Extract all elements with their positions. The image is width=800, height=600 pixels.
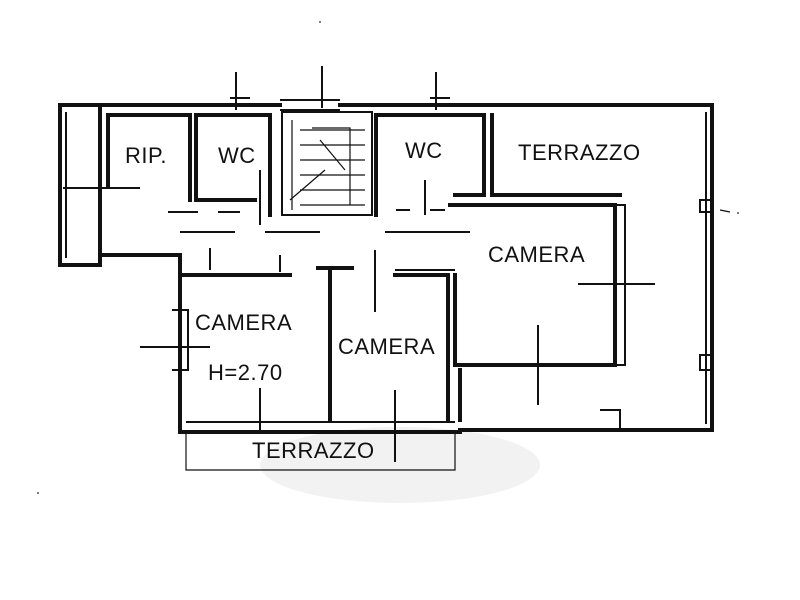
label-terrazzo-bottom: TERRAZZO [252,438,375,463]
reference-ticks [63,66,731,462]
label-camera-center: CAMERA [338,334,435,359]
watermark [260,427,540,503]
staircase [281,111,373,216]
outer-walls [58,97,714,471]
label-rip: RIP. [125,143,167,168]
label-camera-left: CAMERA [195,310,292,335]
label-camera-right: CAMERA [488,242,585,267]
label-wc-left: WC [218,143,256,168]
label-terrazzo-top: TERRAZZO [518,140,641,165]
room-labels: RIP. WC WC TERRAZZO CAMERA CAMERA CAMERA… [125,138,641,463]
label-height: H=2.70 [208,360,283,385]
label-wc-right: WC [405,138,443,163]
interior-walls [100,111,626,430]
